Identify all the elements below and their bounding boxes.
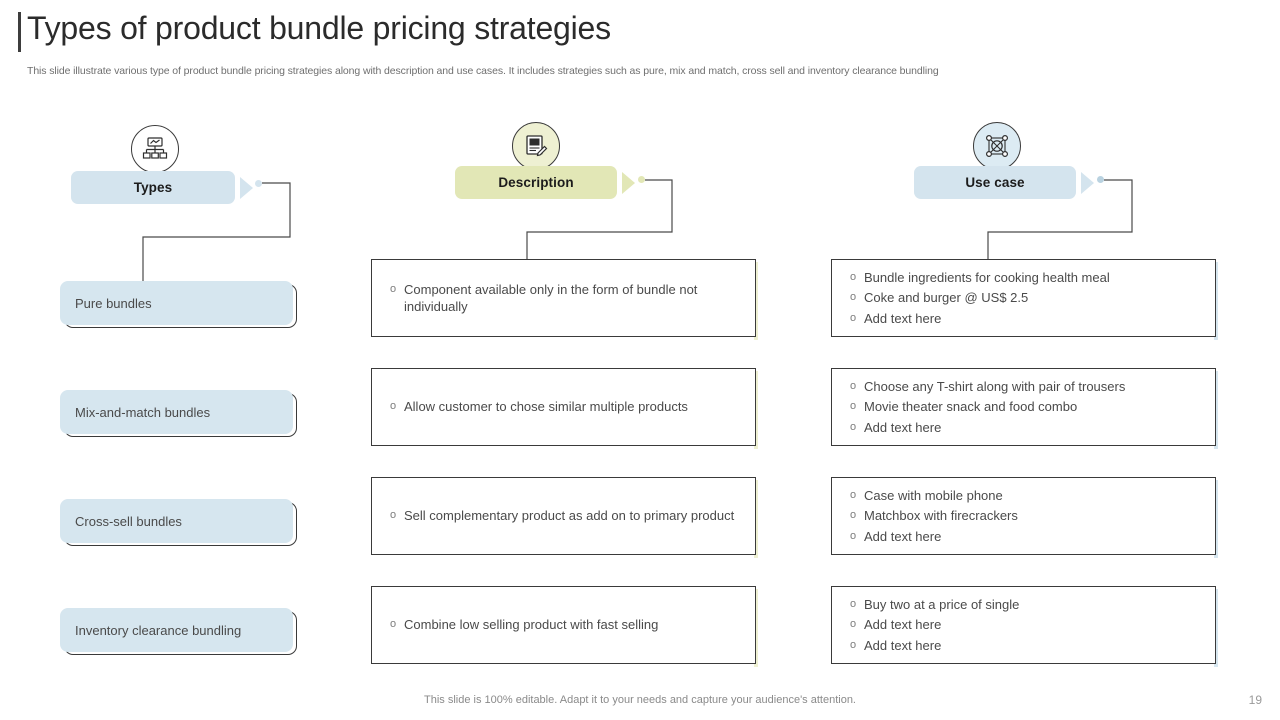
note-document-icon xyxy=(512,122,560,170)
bullet-text: Allow customer to chose similar multiple… xyxy=(404,399,688,415)
page-title: Types of product bundle pricing strategi… xyxy=(27,10,611,46)
page-subtitle: This slide illustrate various type of pr… xyxy=(27,65,939,77)
header-arrow-description xyxy=(622,172,635,194)
bullet-mark: o xyxy=(850,597,857,610)
bullet-text: Coke and burger @ US$ 2.5 xyxy=(864,290,1029,306)
footer-note: This slide is 100% editable. Adapt it to… xyxy=(424,694,856,706)
usecase-box-1[interactable]: o Bundle ingredients for cooking health … xyxy=(831,259,1216,337)
usecase-box-2[interactable]: o Choose any T-shirt along with pair of … xyxy=(831,368,1216,446)
bullet-text: Add text here xyxy=(864,419,942,435)
bullet-text: Add text here xyxy=(864,310,942,326)
description-box-3[interactable]: o Sell complementary product as add on t… xyxy=(371,477,756,555)
title-bar: Types of product bundle pricing strategi… xyxy=(0,0,1280,56)
usecase-box-3[interactable]: o Case with mobile phone o Matchbox with… xyxy=(831,477,1216,555)
bullet-mark: o xyxy=(850,379,857,392)
header-pill-description[interactable]: Description xyxy=(455,166,617,199)
bullet-row: o Sell complementary product as add on t… xyxy=(390,507,741,525)
bullet-mark: o xyxy=(850,311,857,324)
usecase-strip-2 xyxy=(1214,371,1218,449)
bullet-text: Choose any T-shirt along with pair of tr… xyxy=(864,378,1126,394)
header-arrow-usecase xyxy=(1081,172,1094,194)
page-number: 19 xyxy=(1248,693,1262,707)
bullet-mark: o xyxy=(390,282,397,295)
bullet-text: Bundle ingredients for cooking health me… xyxy=(864,269,1110,285)
bullet-row: o Choose any T-shirt along with pair of … xyxy=(850,378,1201,396)
usecase-strip-1 xyxy=(1214,262,1218,340)
desc-strip-2 xyxy=(754,371,758,449)
bullet-mark: o xyxy=(850,618,857,631)
bullet-mark: o xyxy=(850,291,857,304)
bullet-mark: o xyxy=(850,400,857,413)
bullet-mark: o xyxy=(390,400,397,413)
type-label-2: Mix-and-match bundles xyxy=(75,404,211,420)
type-label-4: Inventory clearance bundling xyxy=(75,622,242,638)
bullet-row: o Add text here xyxy=(850,419,1201,437)
bullet-text: Add text here xyxy=(864,528,942,544)
description-box-2[interactable]: o Allow customer to chose similar multip… xyxy=(371,368,756,446)
bullet-mark: o xyxy=(850,488,857,501)
usecase-strip-3 xyxy=(1214,480,1218,558)
bullet-row: o Component available only in the form o… xyxy=(390,281,741,316)
type-label-1: Pure bundles xyxy=(75,295,152,311)
type-box-2[interactable]: Mix-and-match bundles xyxy=(60,390,293,434)
desc-strip-4 xyxy=(754,589,758,667)
bullet-row: o Combine low selling product with fast … xyxy=(390,616,741,634)
bullet-row: o Buy two at a price of single xyxy=(850,596,1201,614)
network-nodes-icon xyxy=(973,122,1021,170)
bullet-row: o Matchbox with firecrackers xyxy=(850,507,1201,525)
usecase-box-4[interactable]: o Buy two at a price of single o Add tex… xyxy=(831,586,1216,664)
bullet-mark: o xyxy=(850,420,857,433)
bullet-row: o Bundle ingredients for cooking health … xyxy=(850,269,1201,287)
note-document-glyph xyxy=(526,135,548,157)
header-pill-usecase[interactable]: Use case xyxy=(914,166,1076,199)
description-box-4[interactable]: o Combine low selling product with fast … xyxy=(371,586,756,664)
bullet-row: o Add text here xyxy=(850,310,1201,328)
header-dot-description xyxy=(638,176,645,183)
type-box-4[interactable]: Inventory clearance bundling xyxy=(60,608,293,652)
header-label-description: Description xyxy=(498,175,574,190)
bullet-text: Movie theater snack and food combo xyxy=(864,399,1078,415)
desc-strip-3 xyxy=(754,480,758,558)
handshake-hierarchy-icon xyxy=(131,125,179,173)
header-label-types: Types xyxy=(133,180,173,195)
bullet-row: o Movie theater snack and food combo xyxy=(850,398,1201,416)
header-arrow-types xyxy=(240,177,253,199)
type-label-3: Cross-sell bundles xyxy=(75,513,182,529)
bullet-row: o Add text here xyxy=(850,637,1201,655)
header-dot-types xyxy=(255,180,262,187)
bullet-text: Case with mobile phone xyxy=(864,487,1003,503)
title-accent-bar xyxy=(18,12,21,52)
bullet-mark: o xyxy=(390,618,397,631)
header-pill-types[interactable]: Types xyxy=(71,171,235,204)
bullet-row: o Case with mobile phone xyxy=(850,487,1201,505)
bullet-row: o Coke and burger @ US$ 2.5 xyxy=(850,289,1201,307)
header-label-usecase: Use case xyxy=(965,175,1025,190)
bullet-mark: o xyxy=(850,270,857,283)
bullet-mark: o xyxy=(850,509,857,522)
bullet-text: Matchbox with firecrackers xyxy=(864,508,1018,524)
bullet-text: Component available only in the form of … xyxy=(404,281,698,315)
handshake-hierarchy-glyph xyxy=(142,137,168,159)
desc-strip-1 xyxy=(754,262,758,340)
bullet-text: Combine low selling product with fast se… xyxy=(404,617,659,633)
bullet-text: Add text here xyxy=(864,637,942,653)
description-box-1[interactable]: o Component available only in the form o… xyxy=(371,259,756,337)
bullet-row: o Allow customer to chose similar multip… xyxy=(390,398,741,416)
bullet-text: Buy two at a price of single xyxy=(864,596,1020,612)
type-box-3[interactable]: Cross-sell bundles xyxy=(60,499,293,543)
bullet-mark: o xyxy=(850,638,857,651)
bullet-mark: o xyxy=(390,509,397,522)
bullet-text: Sell complementary product as add on to … xyxy=(404,508,735,524)
header-dot-usecase xyxy=(1097,176,1104,183)
usecase-strip-4 xyxy=(1214,589,1218,667)
bullet-text: Add text here xyxy=(864,617,942,633)
bullet-row: o Add text here xyxy=(850,528,1201,546)
bullet-row: o Add text here xyxy=(850,616,1201,634)
network-nodes-glyph xyxy=(985,134,1009,158)
type-box-1[interactable]: Pure bundles xyxy=(60,281,293,325)
bullet-mark: o xyxy=(850,529,857,542)
